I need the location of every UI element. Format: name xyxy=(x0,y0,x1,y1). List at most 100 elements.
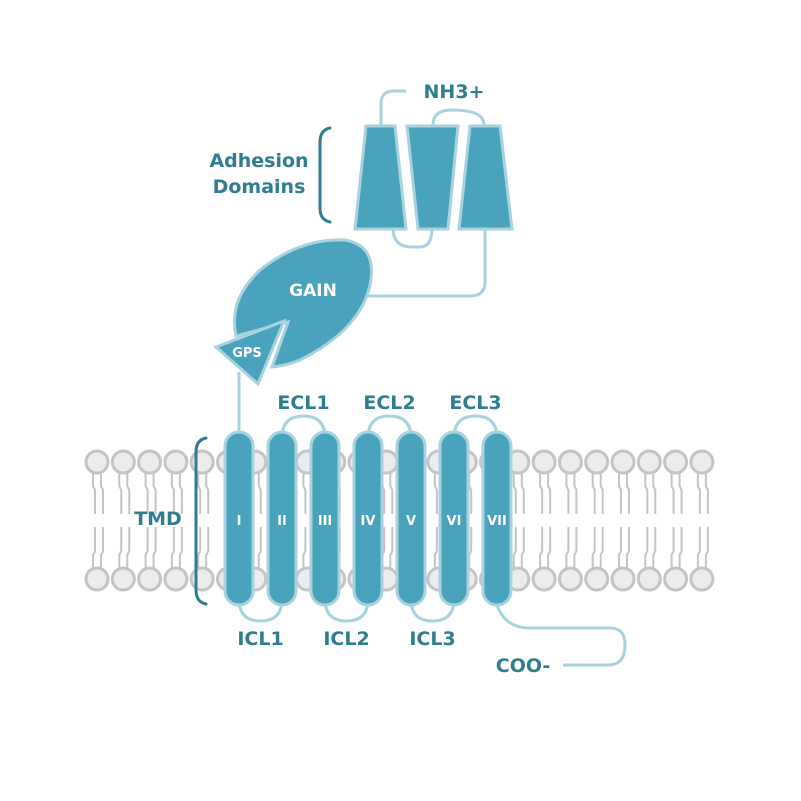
lipid-tail xyxy=(565,472,570,569)
tmd-label: TMD xyxy=(134,508,182,530)
icl-label-2: ICL2 xyxy=(323,628,369,650)
helix-vii: VII xyxy=(481,430,513,607)
helix-iii: III xyxy=(309,430,341,607)
lipid-tail xyxy=(573,472,578,569)
lipid xyxy=(689,449,715,592)
lipid-head xyxy=(84,566,110,592)
helix-label: III xyxy=(318,514,333,529)
lipid-tail xyxy=(704,472,709,569)
lipid-tail xyxy=(520,472,525,569)
helix-label: I xyxy=(237,514,242,529)
icl-label-3: ICL3 xyxy=(409,628,455,650)
lipid-head xyxy=(610,449,636,475)
lipid xyxy=(110,449,136,592)
lipid-head xyxy=(531,566,557,592)
c-terminus-tail xyxy=(495,604,627,667)
adhesion-domains-label-line2: Domains xyxy=(213,176,306,198)
lipid-head xyxy=(584,566,610,592)
helix-body xyxy=(352,430,384,607)
c-terminus-label: COO- xyxy=(496,655,551,677)
lipid-tail xyxy=(152,472,157,569)
lipid-head xyxy=(584,449,610,475)
lipid-tail xyxy=(547,472,552,569)
lipid-tail xyxy=(670,472,675,569)
lipid-tail xyxy=(126,472,131,569)
lipid-tail xyxy=(696,472,701,569)
lipid xyxy=(84,449,110,592)
lipid-head xyxy=(84,449,110,475)
lipid-head xyxy=(163,449,189,475)
lipid-tail xyxy=(118,472,123,569)
helix-body xyxy=(309,430,341,607)
helix-body xyxy=(438,430,470,607)
lipid-head xyxy=(636,449,662,475)
icl-loop-2 xyxy=(323,598,370,623)
helix-label: V xyxy=(406,514,416,529)
ecl-loop-1 xyxy=(280,414,327,439)
lipid-head xyxy=(557,566,583,592)
lipid xyxy=(663,449,689,592)
lipid xyxy=(163,449,189,592)
lipid-head xyxy=(531,449,557,475)
lipid-tail xyxy=(92,472,96,569)
lipid-tail xyxy=(678,472,683,569)
lipid xyxy=(610,449,636,592)
lipid-tail xyxy=(539,472,544,569)
ecl-loop-3 xyxy=(452,414,499,439)
lipid-head xyxy=(610,566,636,592)
lipid xyxy=(137,449,163,592)
lipid-head xyxy=(689,449,715,475)
helix-body xyxy=(223,430,255,607)
lipid-head xyxy=(663,449,689,475)
adhesion-domain-3 xyxy=(457,124,514,231)
lipid-tail xyxy=(599,472,604,569)
gps-label: GPS xyxy=(232,346,262,361)
gps-motif xyxy=(213,318,287,387)
lipid-head xyxy=(636,566,662,592)
helix-i: I xyxy=(223,430,255,607)
lipid-tail xyxy=(205,472,210,569)
ecl-label-3: ECL3 xyxy=(449,392,501,414)
lipid-tail xyxy=(591,472,596,569)
lipid-tail xyxy=(197,472,202,569)
lipid-tail xyxy=(302,472,307,569)
lipid-tail xyxy=(257,472,262,569)
lipid-head xyxy=(110,566,136,592)
helix-label: II xyxy=(277,514,287,529)
gain-domain xyxy=(232,238,374,369)
lipid-head xyxy=(163,566,189,592)
helix-label: VI xyxy=(447,514,462,529)
lipid-head xyxy=(557,449,583,475)
lipid xyxy=(584,449,610,592)
lipid-tail xyxy=(652,472,657,569)
lipid-tail xyxy=(618,472,622,569)
icl-label-1: ICL1 xyxy=(237,628,283,650)
ecl-label-1: ECL1 xyxy=(277,392,329,414)
adhesion-domains-bracket xyxy=(318,126,332,224)
lipid-tail xyxy=(644,472,649,569)
helix-label: IV xyxy=(361,514,376,529)
ecl-label-2: ECL2 xyxy=(363,392,415,414)
adhesion-loop-1 xyxy=(391,227,434,249)
n-terminus-tail xyxy=(379,89,406,125)
lipid-tail xyxy=(512,472,517,569)
adhesion-gain-linker xyxy=(365,228,487,298)
helix-label: VII xyxy=(487,514,507,529)
n-terminus-label: NH3+ xyxy=(424,81,485,103)
lipid-tail xyxy=(144,472,149,569)
lipid-head xyxy=(137,449,163,475)
tmd-bracket xyxy=(194,436,208,606)
lipid xyxy=(531,449,557,592)
helix-v: V xyxy=(395,430,427,607)
lipid-head xyxy=(110,449,136,475)
adhesion-domains-label-line1: Adhesion xyxy=(209,150,308,172)
lipid xyxy=(557,449,583,592)
lipid-tail xyxy=(433,472,438,569)
lipid-tail xyxy=(389,472,394,569)
transmembrane-loops xyxy=(237,414,499,623)
icl-loop-3 xyxy=(409,598,456,623)
adhesion-loop-2 xyxy=(431,108,486,126)
adhesion-domain-2 xyxy=(405,124,460,231)
